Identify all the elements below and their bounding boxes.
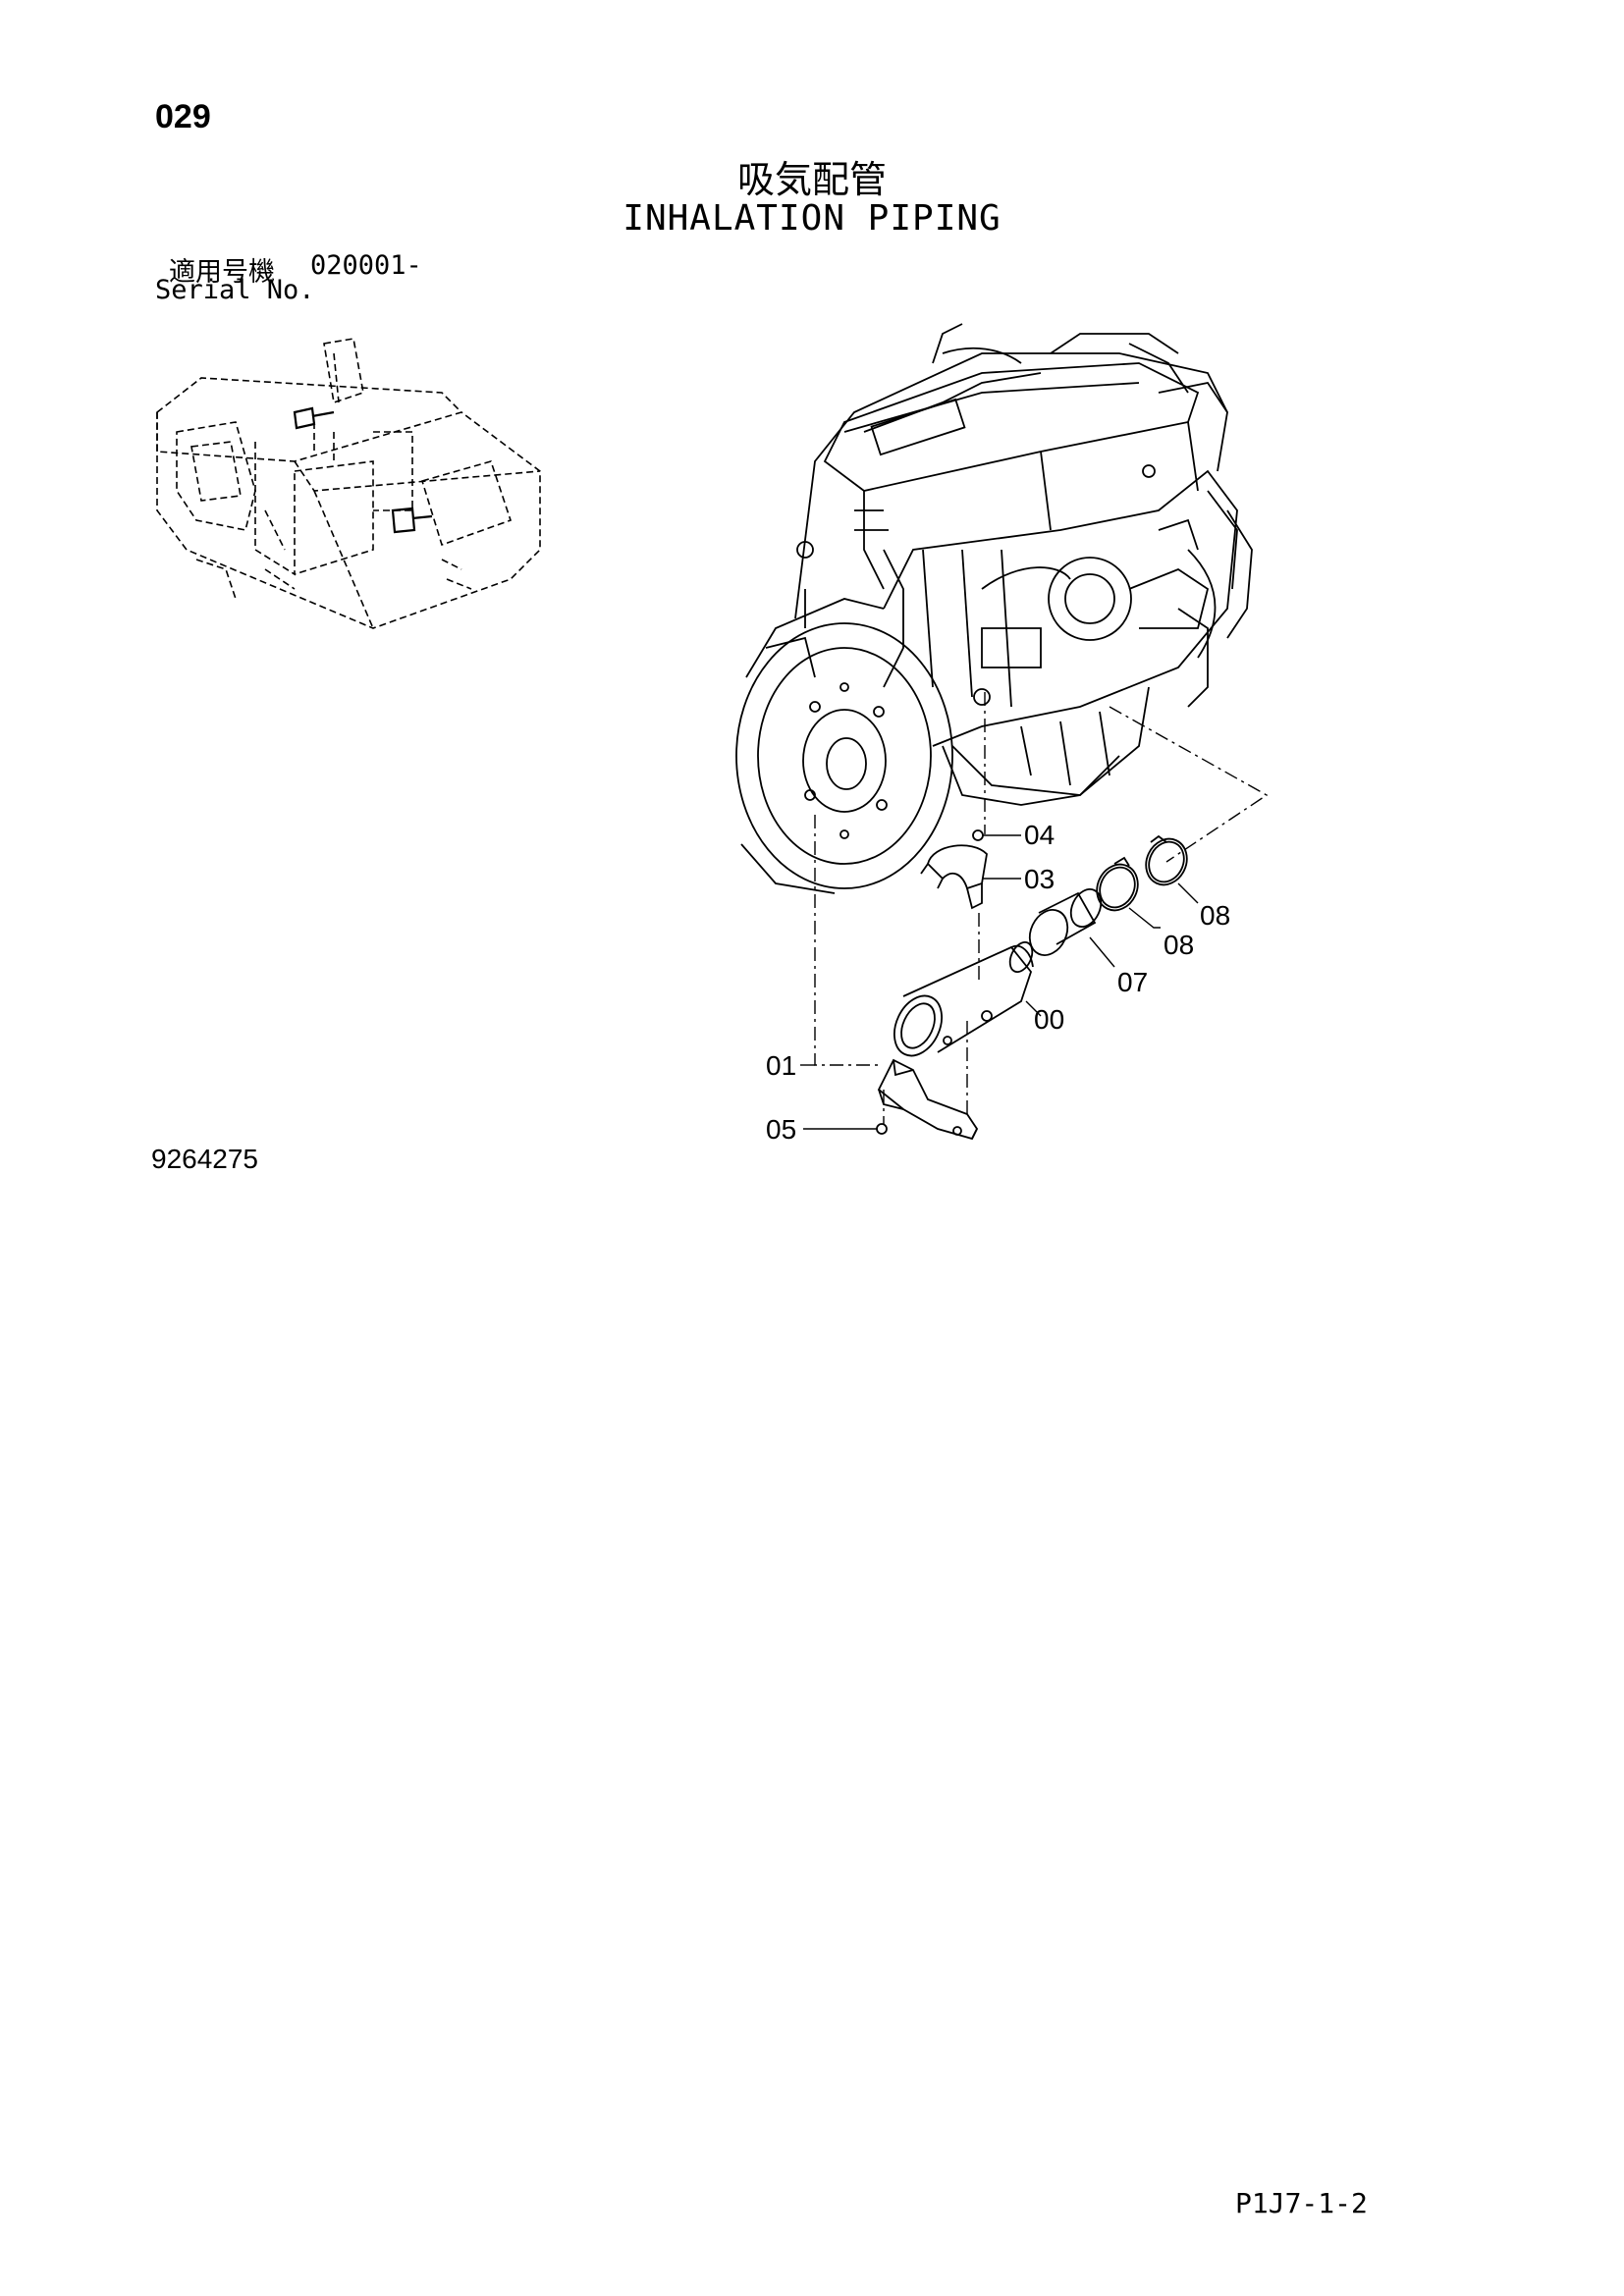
machine-overview — [156, 338, 541, 629]
part-08-clamp-a — [1096, 856, 1139, 912]
part-03-bracket — [927, 844, 988, 890]
serial-value: 020001- — [310, 250, 422, 281]
callout-08-lower: 08 — [1164, 930, 1194, 960]
page-code: P1J7-1-2 — [1235, 2187, 1368, 2219]
flywheel — [735, 622, 953, 889]
assembly-lines — [814, 692, 1269, 1124]
part-05-bolt — [876, 1123, 888, 1135]
part-01-bracket — [877, 1058, 979, 1141]
callout-08-upper: 08 — [1200, 900, 1230, 931]
engine-assembly — [735, 323, 1253, 894]
callout-07: 07 — [1117, 967, 1148, 997]
title-english: INHALATION PIPING — [623, 198, 1001, 239]
page-number: 029 — [155, 98, 211, 135]
callout-00: 00 — [1034, 1004, 1064, 1035]
callout-05: 05 — [766, 1114, 796, 1145]
callout-04: 04 — [1024, 820, 1055, 850]
callout-03: 03 — [1024, 864, 1055, 894]
leader-lines — [800, 834, 1199, 1130]
drawing-number: 9264275 — [151, 1144, 259, 1174]
part-00-pipe — [893, 940, 1034, 1057]
serial-label-japanese: 適用号機 — [169, 257, 275, 288]
title-japanese: 吸気配管 — [736, 158, 887, 201]
machine-overview-highlight — [293, 406, 433, 534]
callout-01: 01 — [766, 1050, 796, 1081]
part-04-bolt — [972, 829, 984, 841]
exploded-parts — [876, 829, 1188, 1141]
callout-labels: 04 03 08 08 07 00 01 05 — [766, 820, 1230, 1145]
part-07-hose — [1028, 888, 1103, 956]
serial-label-english: Serial No. — [155, 275, 315, 305]
part-08-clamp-b — [1145, 834, 1188, 886]
